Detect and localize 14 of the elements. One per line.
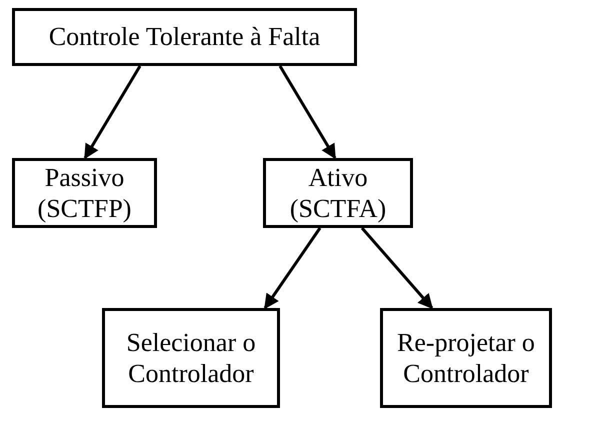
arrow — [84, 65, 142, 160]
arrow — [360, 227, 434, 310]
box-label: Passivo (SCTFP) — [36, 162, 132, 224]
process-box — [263, 158, 413, 228]
process-box — [380, 308, 552, 408]
process-box — [12, 158, 157, 228]
arrow — [278, 65, 336, 160]
process-box — [12, 8, 357, 66]
box-label: Ativo (SCTFA) — [288, 162, 388, 224]
arrow — [264, 227, 322, 310]
box-label: Controle Tolerante à Falta — [48, 21, 320, 53]
box-label: Selecionar o Controlador — [125, 326, 257, 390]
box-label: Re-projetar o Controlador — [396, 326, 536, 390]
process-box — [102, 308, 280, 408]
